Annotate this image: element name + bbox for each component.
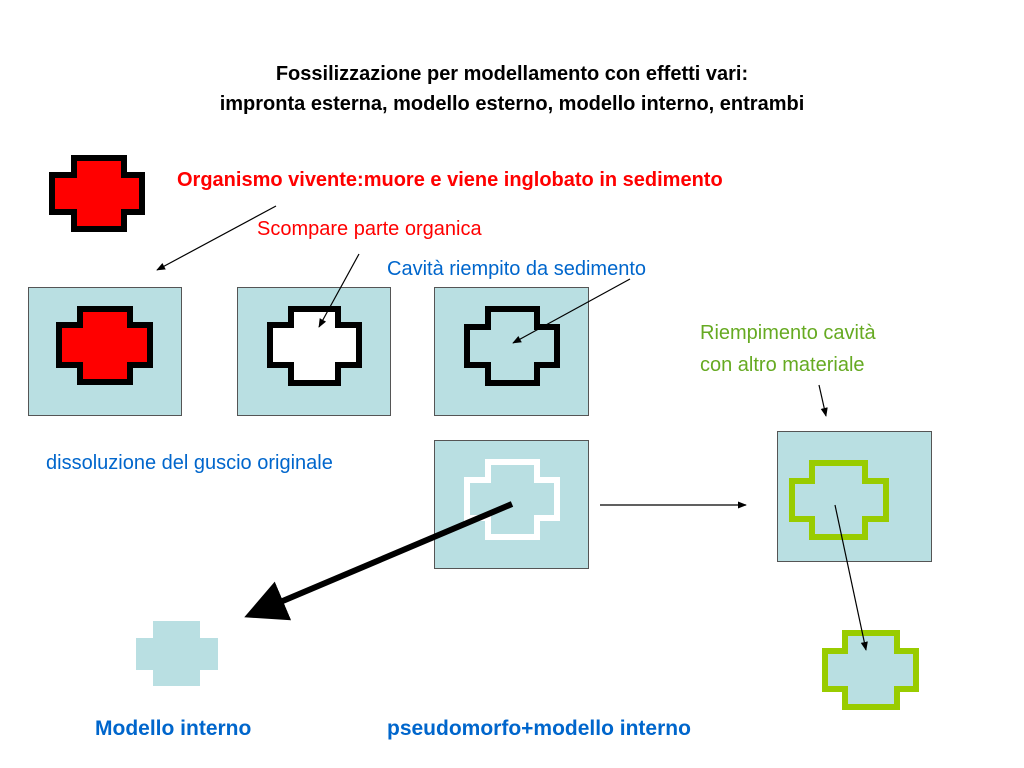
title-line-1: Fossilizzazione per modellamento con eff…: [275, 63, 749, 85]
thick-arrow-to-internal-model: [244, 501, 514, 621]
refilled-cavity-shape: [789, 460, 889, 540]
label-cavita: Cavità riempito da sedimento: [387, 258, 647, 280]
label-riempimento-1: Riempimento cavità: [700, 322, 876, 344]
embedded-organism-shape: [56, 306, 153, 385]
empty-cavity-shape: [267, 306, 362, 386]
organism-shape: [49, 155, 145, 232]
arrow-to-box-5: [818, 384, 828, 417]
arrow-to-pseudomorph: [834, 504, 868, 651]
label-riempimento-2: con altro materiale: [700, 354, 865, 376]
dissolved-shell-shape: [464, 459, 560, 540]
label-scompare: Scompare parte organica: [257, 218, 482, 240]
title-line-2: impronta esterna, modello esterno, model…: [219, 93, 805, 115]
pseudomorph-shape: [822, 630, 919, 710]
arrow-to-box-1: [156, 205, 277, 271]
filled-cavity-shape: [464, 306, 560, 386]
arrow-to-filled-cavity: [512, 278, 631, 344]
label-pseudomorfo: pseudomorfo+modello interno: [387, 717, 691, 740]
label-dissoluzione: dissoluzione del guscio originale: [46, 452, 333, 474]
internal-model-shape: [136, 621, 218, 686]
label-organismo: Organismo vivente:muore e viene inglobat…: [177, 169, 723, 191]
label-modello-interno: Modello interno: [95, 717, 252, 740]
arrow-to-empty-cavity: [318, 253, 360, 328]
